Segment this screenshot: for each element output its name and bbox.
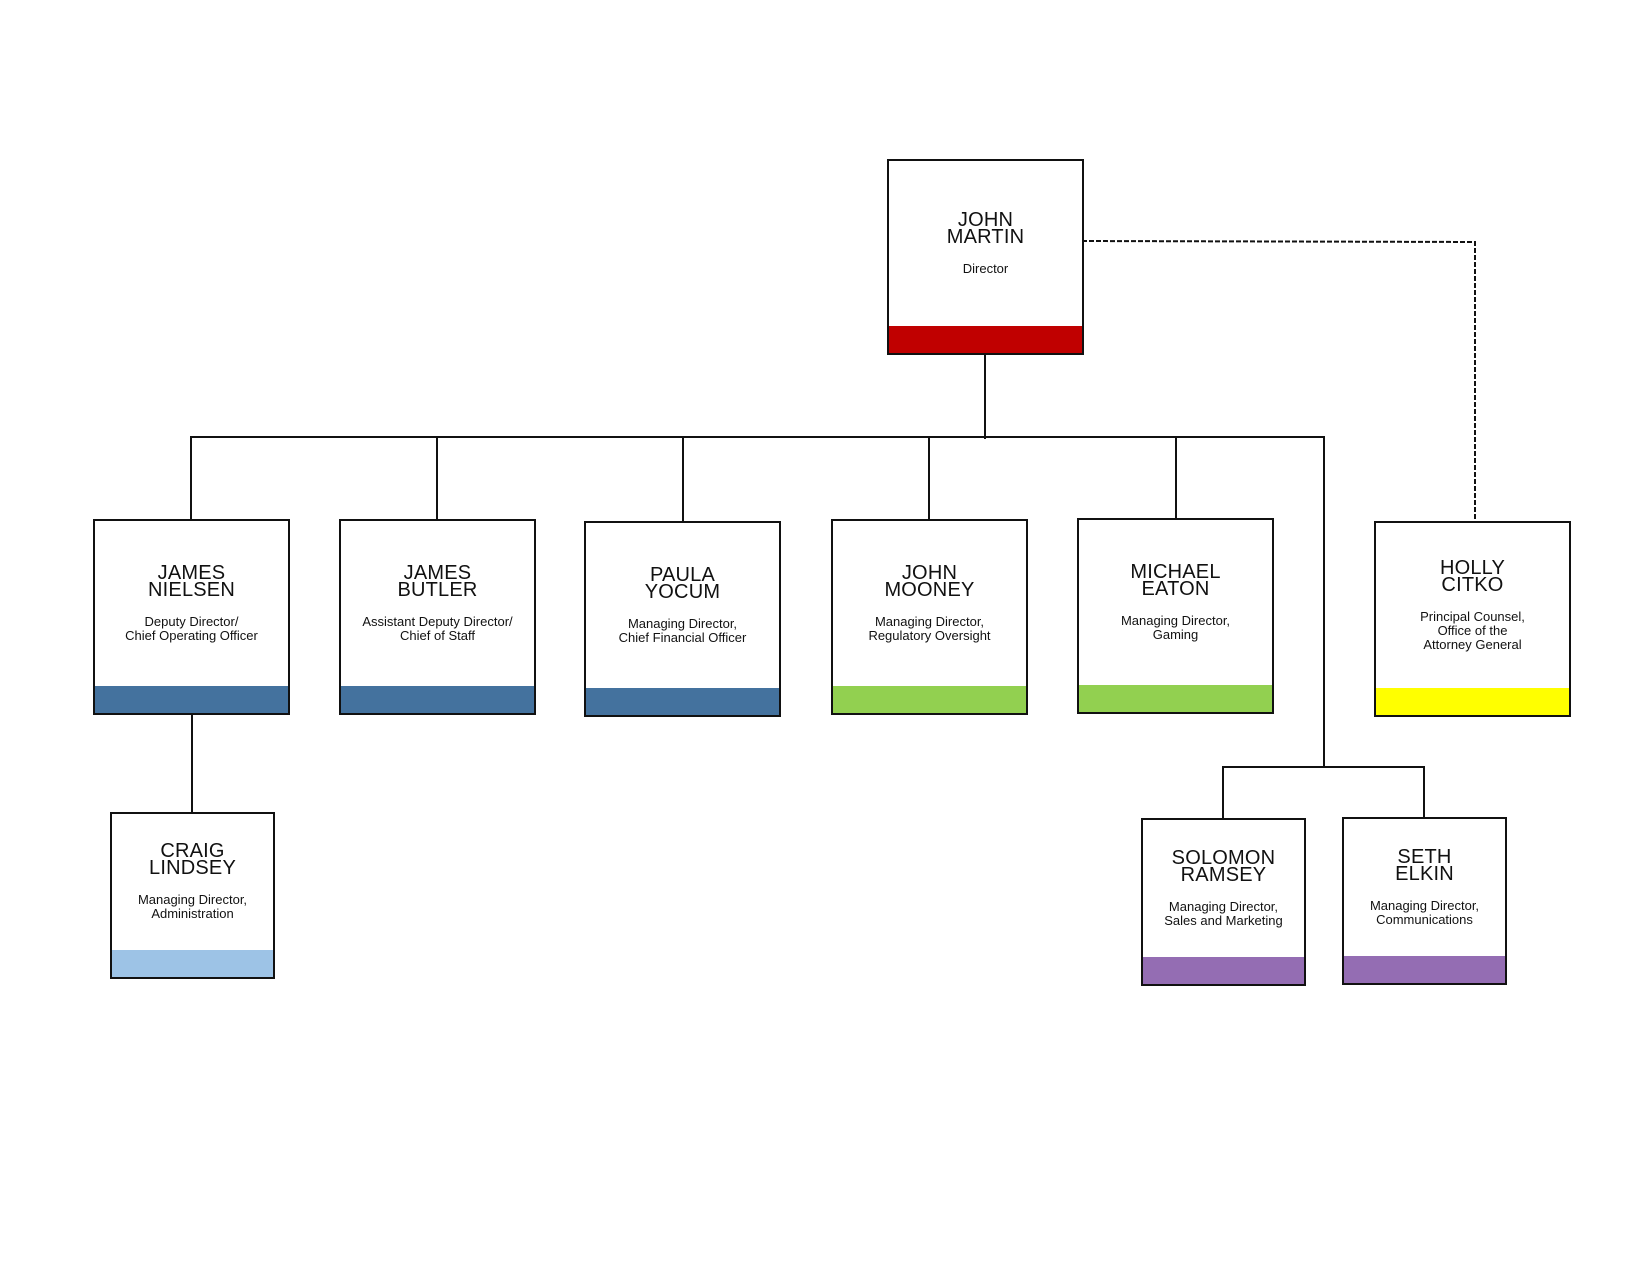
- role-line: Managing Director,: [1168, 898, 1279, 914]
- role-line: Communications: [1376, 911, 1473, 927]
- role-line: Gaming: [1152, 626, 1199, 642]
- name-line: LINDSEY: [149, 857, 236, 879]
- role-line: Chief of Staff: [400, 627, 475, 643]
- role-line: Managing Director,: [137, 892, 248, 907]
- name-line: YOCUM: [644, 580, 721, 603]
- node-name: JAMES NIELSEN: [148, 561, 235, 601]
- role-line: Chief Operating Officer: [125, 627, 258, 643]
- node-name: CRAIG LINDSEY: [149, 840, 236, 879]
- name-line: CITKO: [1441, 573, 1504, 596]
- node-james-nielsen: JAMES NIELSEN Deputy Director/ Chief Ope…: [93, 519, 290, 715]
- name-line: ELKIN: [1395, 862, 1454, 885]
- name-line: JOHN: [957, 208, 1014, 231]
- node-craig-lindsey: CRAIG LINDSEY Managing Director, Adminis…: [110, 812, 275, 979]
- color-band: [1143, 957, 1304, 984]
- name-line: BUTLER: [397, 578, 478, 601]
- color-band: [1344, 956, 1505, 983]
- node-name: SETH ELKIN: [1395, 845, 1454, 885]
- color-band: [341, 686, 534, 713]
- node-role: Principal Counsel, Office of the Attorne…: [1420, 608, 1525, 652]
- node-solomon-ramsey: SOLOMON RAMSEY Managing Director, Sales …: [1141, 818, 1306, 986]
- name-line: JAMES: [403, 561, 472, 584]
- node-name: PAULA YOCUM: [644, 563, 721, 603]
- role-line: Office of the: [1437, 622, 1508, 638]
- node-name: JOHN MOONEY: [884, 561, 975, 601]
- node-seth-elkin: SETH ELKIN Managing Director, Communicat…: [1342, 817, 1507, 985]
- name-line: HOLLY: [1439, 556, 1506, 579]
- node-role: Managing Director, Chief Financial Offic…: [618, 615, 747, 645]
- node-holly-citko: HOLLY CITKO Principal Counsel, Office of…: [1374, 521, 1571, 717]
- role-line: Chief Financial Officer: [618, 629, 747, 645]
- node-role: Assistant Deputy Director/ Chief of Staf…: [362, 613, 513, 643]
- name-line: SETH: [1397, 845, 1452, 868]
- node-name: HOLLY CITKO: [1439, 556, 1506, 596]
- name-line: CRAIG: [160, 840, 225, 862]
- color-band: [833, 686, 1026, 713]
- node-john-mooney: JOHN MOONEY Managing Director, Regulator…: [831, 519, 1028, 715]
- node-name: SOLOMON RAMSEY: [1171, 846, 1276, 886]
- node-role: Director: [962, 260, 1009, 276]
- role-line: Assistant Deputy Director/: [362, 613, 513, 629]
- role-line: Principal Counsel,: [1420, 608, 1525, 624]
- node-name: MICHAEL EATON: [1130, 560, 1221, 600]
- role-line: Managing Director,: [874, 613, 985, 629]
- node-name: JOHN MARTIN: [946, 208, 1025, 248]
- node-role: Managing Director, Administration: [138, 893, 247, 921]
- node-role: Managing Director, Communications: [1369, 897, 1480, 927]
- role-line: Director: [962, 260, 1009, 276]
- name-line: EATON: [1141, 577, 1210, 600]
- node-role: Managing Director, Sales and Marketing: [1164, 898, 1283, 928]
- name-line: MARTIN: [946, 225, 1025, 248]
- node-john-martin: JOHN MARTIN Director: [887, 159, 1084, 355]
- name-line: NIELSEN: [148, 578, 235, 601]
- node-name: JAMES BUTLER: [397, 561, 478, 601]
- role-line: Managing Director,: [627, 615, 738, 631]
- role-line: Attorney General: [1423, 636, 1522, 652]
- role-line: Managing Director,: [1369, 897, 1480, 913]
- name-line: RAMSEY: [1180, 863, 1267, 886]
- color-band: [1079, 685, 1272, 712]
- color-band: [95, 686, 288, 713]
- name-line: JOHN: [901, 561, 958, 584]
- node-james-butler: JAMES BUTLER Assistant Deputy Director/ …: [339, 519, 536, 715]
- color-band: [889, 326, 1082, 353]
- name-line: JAMES: [157, 561, 226, 584]
- connector-dotted-legal: [1081, 239, 1476, 522]
- role-line: Deputy Director/: [144, 613, 239, 629]
- name-line: MOONEY: [884, 578, 975, 601]
- name-line: PAULA: [649, 563, 716, 586]
- role-line: Managing Director,: [1120, 612, 1231, 628]
- node-role: Deputy Director/ Chief Operating Officer: [125, 613, 258, 643]
- role-line: Regulatory Oversight: [868, 627, 991, 643]
- node-paula-yocum: PAULA YOCUM Managing Director, Chief Fin…: [584, 521, 781, 717]
- node-role: Managing Director, Regulatory Oversight: [868, 613, 991, 643]
- color-band: [1376, 688, 1569, 715]
- node-role: Managing Director, Gaming: [1120, 612, 1231, 642]
- color-band: [112, 950, 273, 977]
- role-line: Sales and Marketing: [1164, 912, 1283, 928]
- node-michael-eaton: MICHAEL EATON Managing Director, Gaming: [1077, 518, 1274, 714]
- name-line: SOLOMON: [1171, 846, 1276, 869]
- name-line: MICHAEL: [1130, 560, 1221, 583]
- color-band: [586, 688, 779, 715]
- role-line: Administration: [151, 906, 234, 921]
